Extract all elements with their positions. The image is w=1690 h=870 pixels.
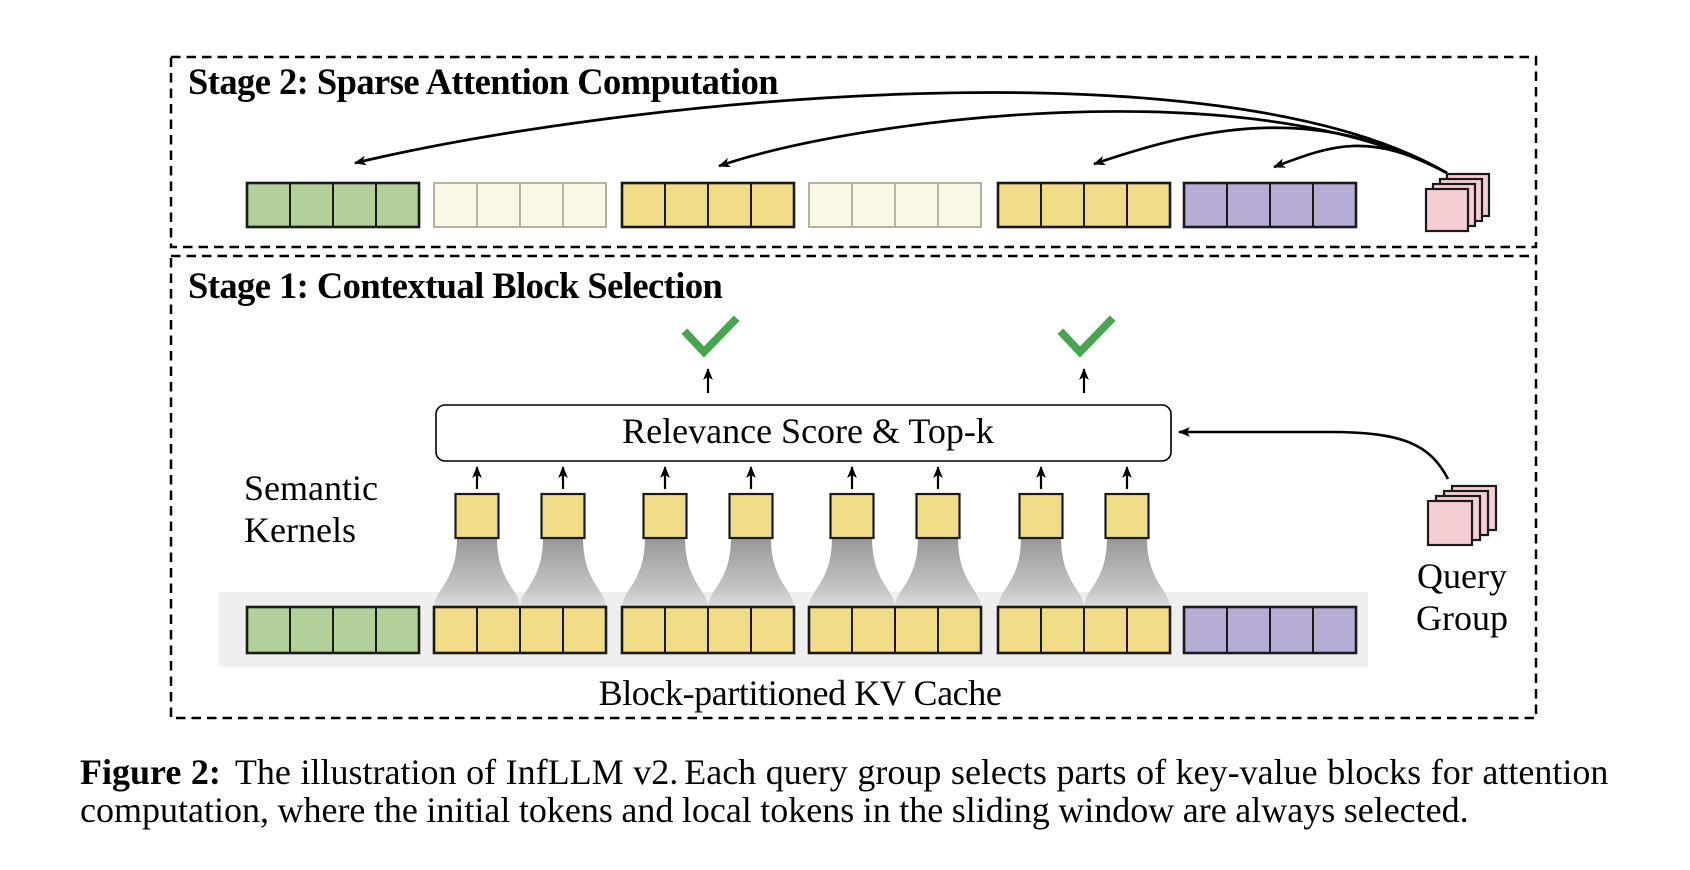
svg-text:Semantic: Semantic bbox=[244, 468, 378, 508]
svg-text:Block-partitioned KV Cache: Block-partitioned KV Cache bbox=[599, 673, 1002, 713]
svg-text:Figure 2:The illustration of I: Figure 2:The illustration of InfLLM v2.E… bbox=[80, 752, 1608, 792]
svg-text:Relevance Score & Top-k: Relevance Score & Top-k bbox=[622, 411, 994, 451]
svg-text:computation, where the initial: computation, where the initial tokens an… bbox=[80, 790, 1469, 830]
svg-text:Stage 1: Contextual Block Sele: Stage 1: Contextual Block Selection bbox=[188, 265, 723, 306]
svg-text:Stage 2: Sparse Attention Comp: Stage 2: Sparse Attention Computation bbox=[188, 61, 778, 102]
svg-text:Query: Query bbox=[1417, 556, 1507, 596]
svg-text:Group: Group bbox=[1416, 598, 1508, 638]
svg-text:Kernels: Kernels bbox=[244, 510, 356, 550]
